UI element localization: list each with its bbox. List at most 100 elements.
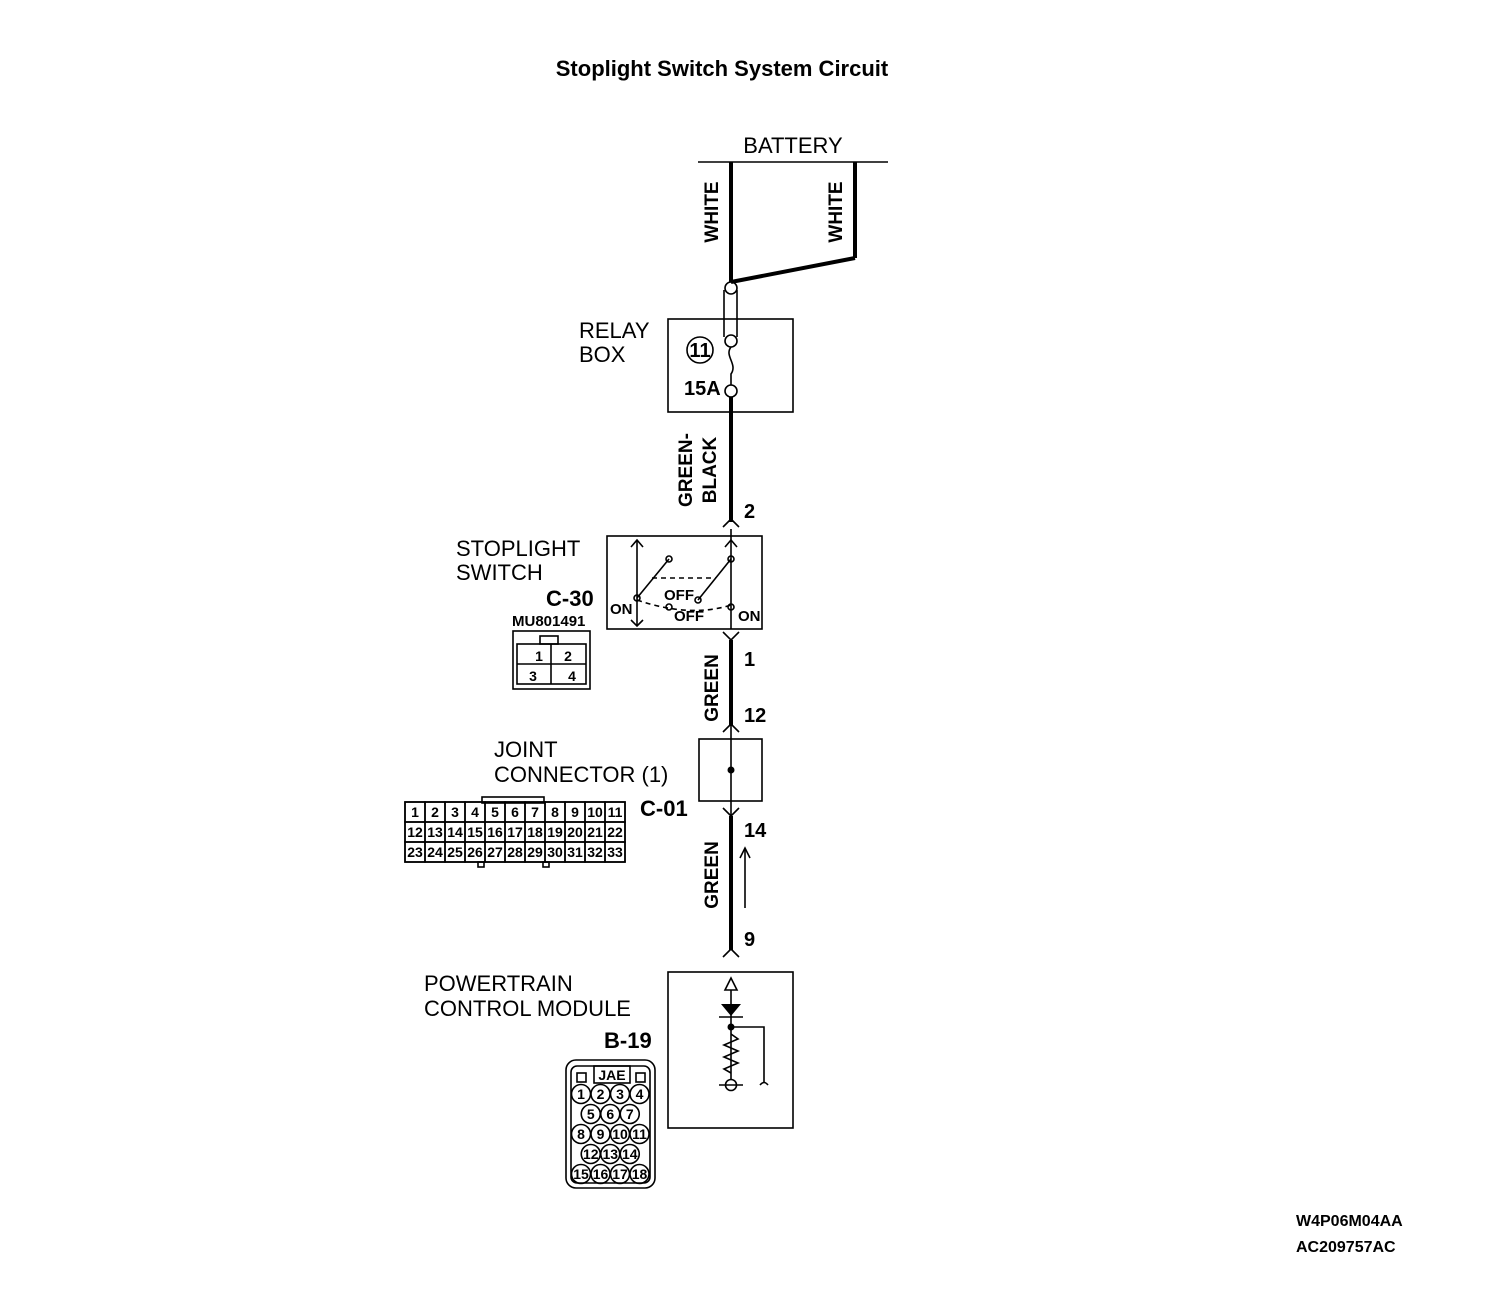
pcm-connector-cell [629, 1123, 650, 1145]
page-title: Stoplight Switch System Circuit [556, 56, 889, 81]
pcm-connector-pin-label: 9 [597, 1126, 605, 1142]
switch-connector-pin-3: 3 [529, 668, 537, 684]
pcm-label-line2: CONTROL MODULE [424, 996, 631, 1021]
joint-connector-pin-label: 29 [527, 844, 543, 860]
wire-label-green-black-line2: BLACK [700, 436, 721, 503]
battery-bus: BATTERY [698, 133, 888, 163]
stoplight-switch-label-line2: SWITCH [456, 560, 543, 585]
wire-label-green-1: GREEN [702, 654, 723, 722]
joint-connector-pin-label: 22 [607, 824, 623, 840]
joint-connector-pin-label: 24 [427, 844, 443, 860]
joint-connector-pin-label: 14 [447, 824, 463, 840]
joint-connector-pin-label: 8 [551, 804, 559, 820]
joint-connector-pin-label: 13 [427, 824, 443, 840]
stoplight-switch-connector-code: C-30 [546, 586, 594, 611]
wire-label-white-right: WHITE [826, 181, 847, 242]
pcm-connector-pin-label: 5 [587, 1106, 595, 1122]
pcm-connector-pin-label: 18 [632, 1166, 648, 1182]
figure-code-2: AC209757AC [1296, 1239, 1396, 1256]
stoplight-switch: STOPLIGHT SWITCH C-30 ON OFF OFF ON 1 [456, 529, 763, 671]
battery-label: BATTERY [743, 133, 843, 158]
pcm-connector-code: B-19 [604, 1028, 652, 1053]
battery-wires: WHITE WHITE [702, 162, 857, 284]
pcm-label-line1: POWERTRAIN [424, 971, 573, 996]
joint-connector-pin-label: 27 [487, 844, 503, 860]
pcm-connector-pin-label: 1 [577, 1086, 585, 1102]
pcm-connector-pin-label: 11 [632, 1126, 647, 1142]
switch-connector-pin-1: 1 [535, 648, 543, 664]
relay-box: RELAY BOX 11 15A [579, 281, 794, 413]
pcm-input-triangle [723, 976, 739, 991]
pcm-connector-brand: JAE [598, 1067, 625, 1083]
wire-joint-to-pcm: GREEN 9 [702, 816, 755, 958]
joint-pin-top: 12 [744, 705, 766, 727]
wire-switch-to-joint: GREEN 12 [702, 640, 766, 733]
joint-connector-pin-label: 12 [407, 824, 423, 840]
pcm-connector-pin-label: 14 [622, 1146, 638, 1162]
fuse-terminal-top [724, 334, 738, 348]
joint-connector-pin-label: 19 [547, 824, 563, 840]
pcm-connector-pin-label: 12 [583, 1146, 599, 1162]
relay-box-label-line2: BOX [579, 342, 626, 367]
joint-connector-pin-label: 6 [511, 804, 519, 820]
joint-connector-pin-label: 4 [471, 804, 479, 820]
joint-connector-pin-label: 2 [431, 804, 439, 820]
pcm-diode-icon [721, 1004, 741, 1016]
pcm-connector-pin-label: 10 [612, 1126, 628, 1142]
stoplight-switch-connector-face: MU801491 1 2 3 4 [512, 613, 591, 690]
joint-connector-pin-label: 32 [587, 844, 603, 860]
joint-connector-pin-label: 17 [507, 824, 523, 840]
pcm-connector-pin-label: 8 [577, 1126, 585, 1142]
joint-connector-pin-label: 7 [531, 804, 539, 820]
switch-pin-top: 2 [744, 501, 755, 523]
pcm-connector-cell [629, 1083, 650, 1105]
joint-connector-pin-label: 5 [491, 804, 499, 820]
joint-connector-pin-label: 20 [567, 824, 583, 840]
wire-label-green-2: GREEN [702, 841, 723, 909]
pcm-connector-pin-label: 3 [616, 1086, 624, 1102]
joint-connector-pin-label: 15 [467, 824, 483, 840]
joint-connector-label-line2: CONNECTOR (1) [494, 762, 668, 787]
switch-off-left: OFF [664, 587, 694, 604]
joint-connector-pin-label: 25 [447, 844, 463, 860]
joint-connector-label-line1: JOINT [494, 737, 558, 762]
joint-connector-pin-label: 11 [608, 804, 623, 820]
pcm-resistor-icon [721, 1033, 741, 1074]
fuse-number-circle [686, 336, 714, 364]
joint-connector-pin-label: 26 [467, 844, 483, 860]
joint-connector-pin-label: 31 [567, 844, 583, 860]
joint-connector-pin-label: 10 [587, 804, 603, 820]
joint-connector-pin-label: 21 [587, 824, 603, 840]
joint-connector-pin-label: 1 [411, 804, 419, 820]
powertrain-control-module: POWERTRAIN CONTROL MODULE B-19 [424, 971, 794, 1129]
pcm-connector-pin-label: 15 [573, 1166, 589, 1182]
joint-connector-pin-label: 33 [607, 844, 623, 860]
joint-connector-pin-label: 16 [487, 824, 503, 840]
joint-connector-pin-label: 18 [527, 824, 543, 840]
joint-connector-pin-label: 30 [547, 844, 563, 860]
fuse-terminal-bottom [724, 384, 738, 398]
pcm-connector-pin-label: 4 [636, 1086, 644, 1102]
pcm-connector-pin-label: 17 [612, 1166, 628, 1182]
pcm-connector-pin-label: 6 [606, 1106, 614, 1122]
joint-connector: JOINT CONNECTOR (1) C-01 14 [494, 724, 767, 842]
pcm-connector-pin-label: 2 [597, 1086, 605, 1102]
pcm-connector-pin-label: 7 [626, 1106, 634, 1122]
joint-connector-pin-label: 9 [571, 804, 579, 820]
joint-connector-pin-label: 3 [451, 804, 459, 820]
pcm-connector-pin-label: 13 [602, 1146, 618, 1162]
pcm-connector-cell [619, 1103, 641, 1125]
pcm-connector-pin-label: 16 [593, 1166, 609, 1182]
joint-pin-bottom: 14 [744, 820, 767, 842]
pcm-pin: 9 [744, 929, 755, 951]
joint-connector-code: C-01 [640, 796, 688, 821]
wire-label-green-black-line1: GREEN- [676, 433, 697, 507]
wire-relay-to-switch: GREEN- BLACK 2 [676, 397, 755, 528]
switch-on-left: ON [610, 601, 633, 618]
switch-connector-pin-4: 4 [568, 668, 576, 684]
joint-connector-pin-label: 23 [407, 844, 423, 860]
switch-blade-right [697, 558, 732, 601]
